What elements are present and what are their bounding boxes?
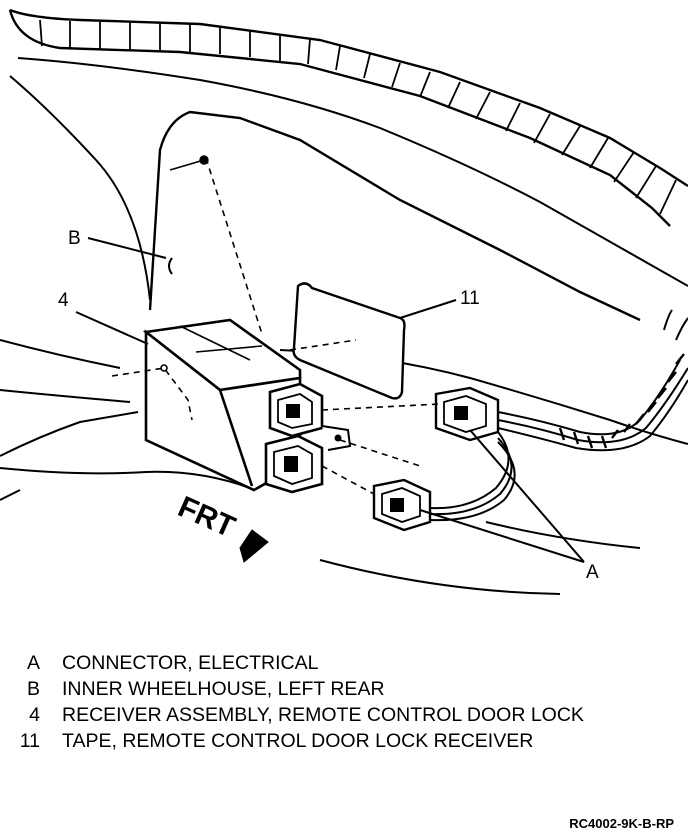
callout-11: 11: [460, 288, 480, 309]
callout-b: B: [68, 228, 81, 249]
legend-key: 4: [29, 704, 40, 726]
inner-wheelhouse-panel: [148, 110, 641, 322]
legend-key: 11: [19, 730, 40, 752]
legend-text: CONNECTOR, ELECTRICAL: [62, 652, 319, 674]
callout-a: A: [586, 562, 599, 583]
wiring-harness: [429, 309, 688, 522]
body-panel-lines: [0, 57, 688, 595]
legend-text: INNER WHEELHOUSE, LEFT REAR: [62, 678, 385, 700]
alignment-lines: [111, 157, 441, 495]
legend-text: RECEIVER ASSEMBLY, REMOTE CONTROL DOOR L…: [62, 704, 584, 726]
legend-key: A: [26, 652, 40, 674]
legend-key: B: [26, 678, 40, 700]
frt-arrow-icon: [239, 529, 269, 563]
callout-4: 4: [58, 290, 69, 311]
figure-code: RC4002-9K-B-RP: [569, 816, 674, 831]
front-direction-indicator: FRT: [173, 490, 269, 563]
leader-lines: [75, 237, 585, 563]
electrical-connectors: [372, 386, 500, 532]
trim-weatherstrip: [8, 8, 688, 227]
frt-label: FRT: [173, 490, 240, 544]
receiver-assembly: [142, 318, 352, 494]
legend-text: TAPE, REMOTE CONTROL DOOR LOCK RECEIVER: [62, 730, 534, 752]
